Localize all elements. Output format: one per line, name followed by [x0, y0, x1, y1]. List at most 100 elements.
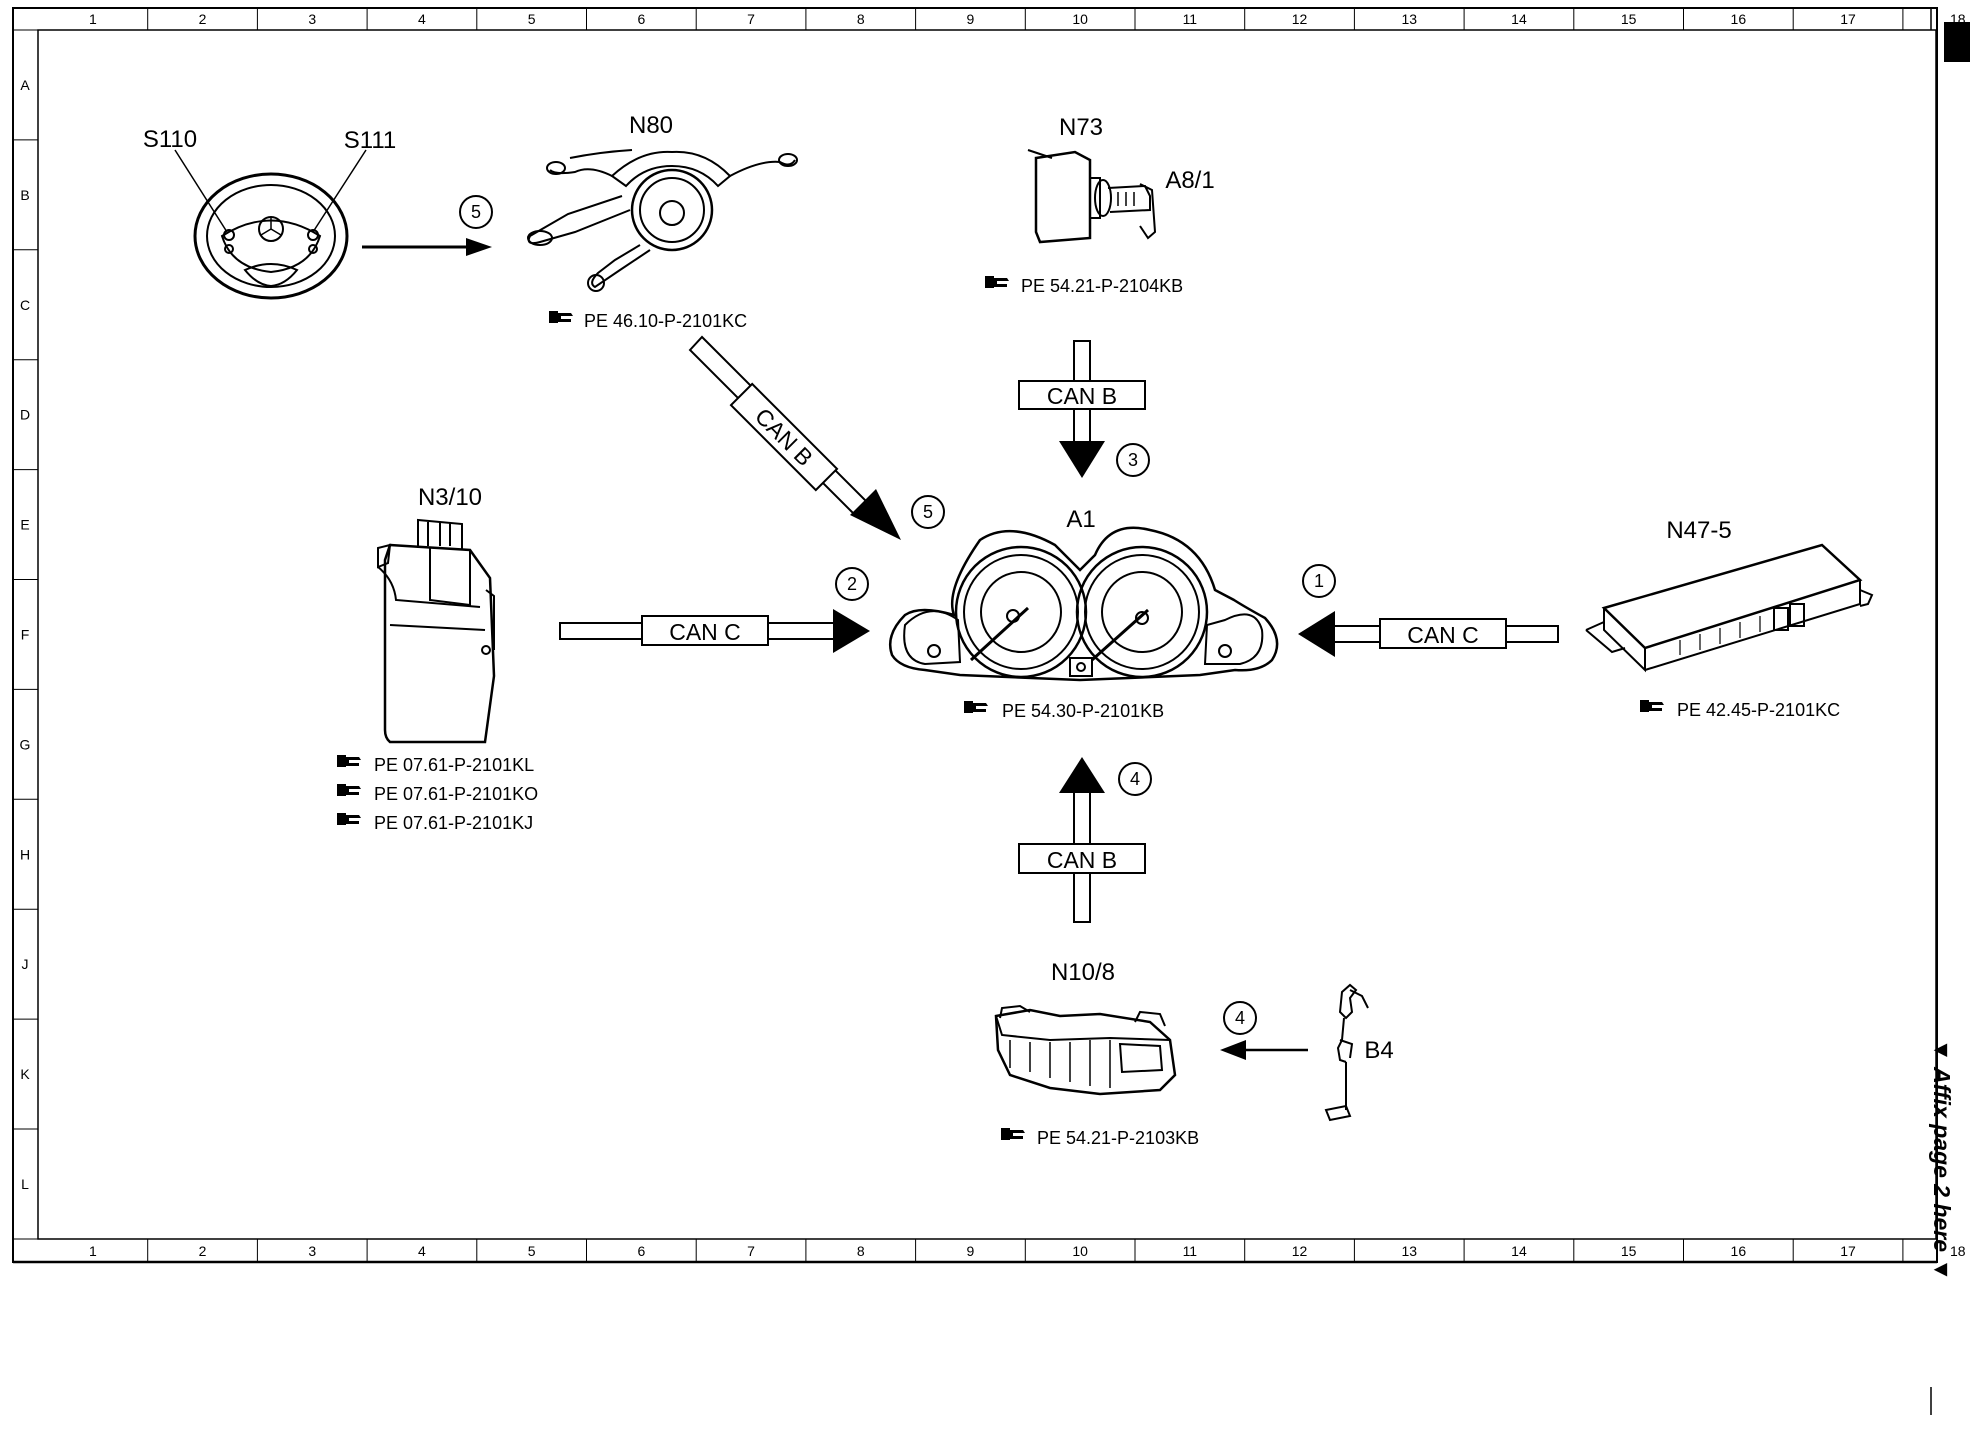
engine-control-unit-icon	[377, 518, 496, 744]
steering-column-module-icon	[527, 149, 798, 292]
reference-n80: PE 46.10-P-2101KC	[549, 311, 747, 331]
bottom-column-label-3: 3	[308, 1243, 316, 1259]
svg-text:PE 07.61-P-2101KO: PE 07.61-P-2101KO	[374, 784, 538, 804]
arrow-wheel-to-n80	[362, 238, 492, 256]
bus-n73-to-a1: CAN B	[1018, 340, 1146, 478]
row-label-H: H	[20, 846, 30, 862]
bottom-column-label-10: 10	[1072, 1243, 1088, 1259]
top-column-label-15: 15	[1621, 11, 1637, 27]
row-label-J: J	[22, 956, 29, 972]
bottom-column-label-6: 6	[637, 1243, 645, 1259]
affix-page-note: ▼ Affix page 2 here ▼	[1929, 1039, 1955, 1281]
row-label-D: D	[20, 407, 30, 423]
row-label-E: E	[20, 517, 29, 533]
svg-text:1: 1	[1314, 571, 1324, 591]
drawing-frame	[12, 7, 1938, 1264]
row-label-G: G	[20, 736, 31, 752]
bus-n10-8-to-a1: CAN B	[1018, 757, 1146, 923]
bottom-column-label-16: 16	[1731, 1243, 1747, 1259]
bottom-column-label-1: 1	[89, 1243, 97, 1259]
reference-n3-10-3: PE 07.61-P-2101KJ	[337, 813, 533, 833]
step-badge-n80-a1: 5	[911, 495, 945, 529]
bottom-column-label-2: 2	[199, 1243, 207, 1259]
reference-n3-10-2: PE 07.61-P-2101KO	[337, 784, 538, 804]
step-badge-wheel-n80: 5	[459, 195, 493, 229]
steering-wheel-icon	[174, 149, 367, 300]
svg-text:4: 4	[1130, 769, 1140, 789]
svg-text:PE 54.30-P-2101KB: PE 54.30-P-2101KB	[1002, 701, 1164, 721]
top-column-label-16: 16	[1731, 11, 1747, 27]
svg-text:PE 54.21-P-2103KB: PE 54.21-P-2103KB	[1037, 1128, 1199, 1148]
n10-8-label: N10/8	[1051, 959, 1115, 986]
top-column-label-8: 8	[857, 11, 865, 27]
column-grid-ticks	[147, 8, 1904, 1262]
top-column-label-1: 1	[89, 11, 97, 27]
instrument-cluster-icon	[888, 526, 1279, 682]
top-column-label-10: 10	[1072, 11, 1088, 27]
fuel-level-sensor-icon	[1324, 983, 1369, 1122]
svg-text:PE 42.45-P-2101KC: PE 42.45-P-2101KC	[1677, 700, 1840, 720]
bottom-column-label-17: 17	[1840, 1243, 1856, 1259]
row-label-L: L	[21, 1176, 29, 1192]
row-label-A: A	[20, 77, 30, 93]
top-column-label-5: 5	[528, 11, 536, 27]
step-badge-n47-5-a1: 1	[1302, 564, 1336, 598]
row-label-C: C	[20, 297, 30, 313]
svg-text:PE 07.61-P-2101KL: PE 07.61-P-2101KL	[374, 755, 534, 775]
reference-n3-10-1: PE 07.61-P-2101KL	[337, 755, 534, 775]
top-column-label-13: 13	[1401, 11, 1417, 27]
reference-n47-5: PE 42.45-P-2101KC	[1640, 700, 1840, 720]
n80-label: N80	[629, 112, 673, 139]
s110-label: S110	[143, 126, 197, 153]
bottom-column-label-13: 13	[1401, 1243, 1417, 1259]
top-column-label-4: 4	[418, 11, 426, 27]
top-column-label-6: 6	[637, 11, 645, 27]
top-column-label-17: 17	[1840, 11, 1856, 27]
bottom-column-label-7: 7	[747, 1243, 755, 1259]
bus-n3-10-to-a1: CAN C	[559, 609, 870, 653]
top-column-label-12: 12	[1292, 11, 1308, 27]
step-badge-n73-a1: 3	[1116, 443, 1150, 477]
n47-5-label: N47-5	[1666, 517, 1731, 544]
row-label-K: K	[20, 1066, 30, 1082]
arrow-b4-to-n10-8	[1220, 1040, 1308, 1060]
step-badge-n10-8-a1: 4	[1118, 762, 1152, 796]
svg-text:5: 5	[471, 202, 481, 222]
bottom-column-label-8: 8	[857, 1243, 865, 1259]
row-label-B: B	[20, 187, 29, 203]
top-column-label-14: 14	[1511, 11, 1527, 27]
a1-label: A1	[1066, 506, 1095, 533]
bottom-column-label-15: 15	[1621, 1243, 1637, 1259]
can-b-label-n80: CAN B	[750, 403, 818, 471]
n3-10-label: N3/10	[418, 484, 482, 511]
can-c-label-n47-5: CAN C	[1407, 622, 1479, 648]
bus-n80-to-a1: CAN B	[688, 335, 901, 540]
top-column-label-3: 3	[308, 11, 316, 27]
svg-text:3: 3	[1128, 450, 1138, 470]
top-column-label-2: 2	[199, 11, 207, 27]
svg-text:4: 4	[1235, 1008, 1245, 1028]
reference-n10-8: PE 54.21-P-2103KB	[1001, 1128, 1199, 1148]
ignition-switch-icon	[1027, 149, 1157, 244]
bottom-column-label-5: 5	[528, 1243, 536, 1259]
s111-label: S111	[344, 127, 397, 154]
top-column-label-11: 11	[1183, 11, 1198, 27]
bottom-column-label-18: 18	[1950, 1243, 1966, 1259]
svg-text:2: 2	[847, 574, 857, 594]
step-badge-n3-10-a1: 2	[835, 567, 869, 601]
page-marker	[1944, 22, 1970, 62]
bottom-column-label-14: 14	[1511, 1243, 1527, 1259]
svg-text:PE 07.61-P-2101KJ: PE 07.61-P-2101KJ	[374, 813, 533, 833]
can-b-label-n73: CAN B	[1047, 383, 1117, 409]
step-badge-b4-n10-8: 4	[1223, 1001, 1257, 1035]
svg-text:PE 46.10-P-2101KC: PE 46.10-P-2101KC	[584, 311, 747, 331]
sam-control-unit-icon	[994, 1004, 1177, 1096]
a8-1-label: A8/1	[1165, 167, 1214, 194]
svg-text:PE 54.21-P-2104KB: PE 54.21-P-2104KB	[1021, 276, 1183, 296]
can-c-label-n3-10: CAN C	[669, 619, 741, 645]
b4-label: B4	[1364, 1037, 1393, 1064]
can-b-label-n10-8: CAN B	[1047, 847, 1117, 873]
svg-text:5: 5	[923, 502, 933, 522]
